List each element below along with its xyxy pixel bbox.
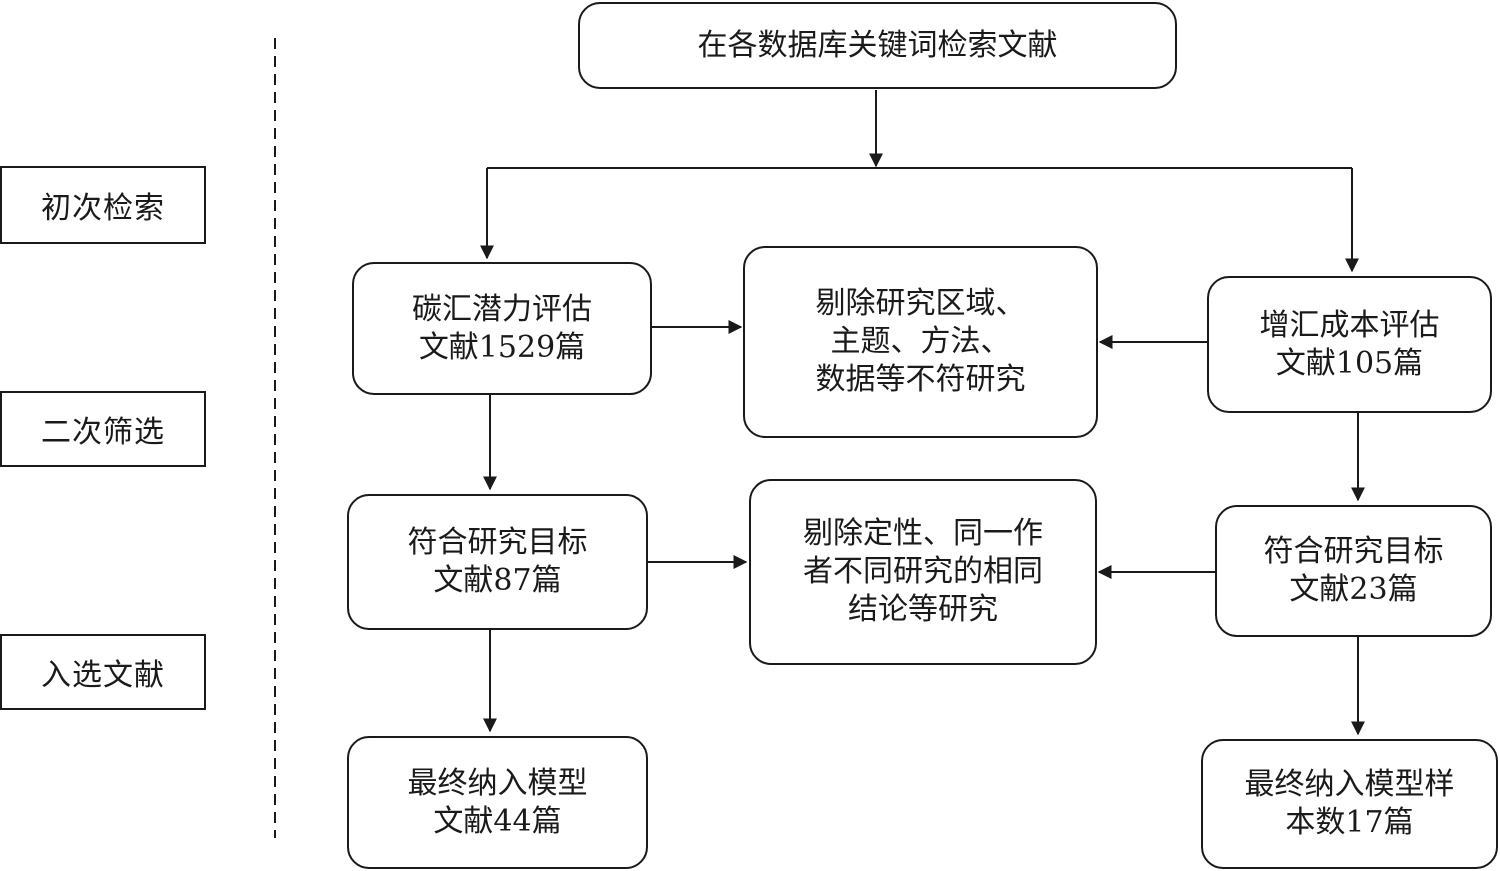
node-text: 者不同研究的相同 bbox=[803, 554, 1043, 589]
node-text: 数据等不符研究 bbox=[815, 362, 1026, 397]
node-right-meets-goal: 符合研究目标 文献23篇 bbox=[1215, 505, 1492, 637]
node-text: 结论等研究 bbox=[848, 592, 998, 627]
node-left-meets-goal: 符合研究目标 文献87篇 bbox=[347, 494, 648, 630]
node-right-final: 最终纳入模型样 本数17篇 bbox=[1201, 739, 1498, 869]
node-carbon-sink-potential: 碳汇潜力评估 文献1529篇 bbox=[352, 262, 652, 395]
node-text: 剔除研究区域、 bbox=[815, 286, 1026, 321]
node-exclude-qualitative: 剔除定性、同一作 者不同研究的相同 结论等研究 bbox=[749, 479, 1097, 665]
node-text: 符合研究目标 bbox=[1263, 534, 1444, 569]
stage-initial-search: 初次检索 bbox=[0, 166, 206, 244]
node-text: 文献1529篇 bbox=[418, 329, 586, 365]
node-left-final: 最终纳入模型 文献44篇 bbox=[347, 736, 648, 869]
stage-second-screening: 二次筛选 bbox=[0, 391, 206, 467]
node-text: 最终纳入模型样 bbox=[1244, 767, 1455, 802]
node-text: 碳汇潜力评估 bbox=[412, 291, 592, 327]
node-text: 本数17篇 bbox=[1285, 805, 1414, 840]
stage-selected-literature: 入选文献 bbox=[0, 634, 206, 710]
node-text: 主题、方法、 bbox=[830, 324, 1011, 359]
node-text: 最终纳入模型 bbox=[407, 765, 588, 801]
node-text: 文献44篇 bbox=[433, 803, 562, 839]
node-keyword-search: 在各数据库关键词检索文献 bbox=[578, 2, 1177, 89]
stage-label: 入选文献 bbox=[41, 658, 165, 693]
node-exclude-mismatch: 剔除研究区域、 主题、方法、 数据等不符研究 bbox=[743, 246, 1098, 438]
node-sink-cost-assessment: 增汇成本评估 文献105篇 bbox=[1207, 276, 1492, 413]
stage-label: 二次筛选 bbox=[41, 415, 165, 450]
node-text: 符合研究目标 bbox=[407, 525, 588, 560]
node-text: 增汇成本评估 bbox=[1259, 307, 1440, 343]
node-text: 文献23篇 bbox=[1289, 572, 1418, 607]
node-text: 在各数据库关键词检索文献 bbox=[697, 27, 1058, 63]
stage-label: 初次检索 bbox=[41, 191, 165, 226]
node-text: 剔除定性、同一作 bbox=[803, 516, 1043, 551]
node-text: 文献105篇 bbox=[1275, 345, 1424, 381]
node-text: 文献87篇 bbox=[433, 563, 562, 598]
